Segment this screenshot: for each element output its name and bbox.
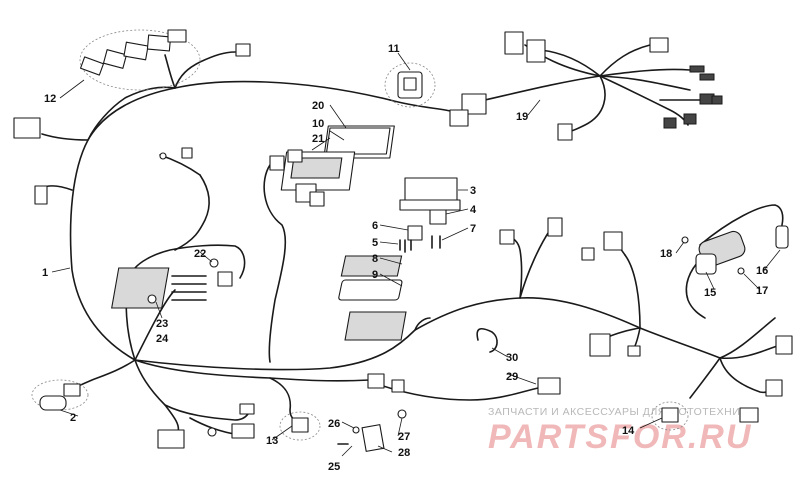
regulator-assembly xyxy=(111,258,233,309)
ecu-assembly xyxy=(269,125,395,207)
callout-19: 19 xyxy=(516,111,528,123)
relay-6 xyxy=(407,225,423,241)
callout-6: 6 xyxy=(372,220,378,232)
callout-21: 21 xyxy=(312,133,324,145)
callout-14: 14 xyxy=(622,425,635,437)
callout-26: 26 xyxy=(328,418,340,430)
connector-mid-a xyxy=(367,373,385,389)
callout-23: 23 xyxy=(156,318,168,330)
callout-1: 1 xyxy=(42,267,48,279)
watermark: ЗАПЧАСТИ И АКСЕССУАРЫ ДЛЯ МОТОТЕХНИКИ PA… xyxy=(488,406,755,456)
callout-9: 9 xyxy=(372,269,378,281)
callout-20: 20 xyxy=(312,100,324,112)
connector-left-mid xyxy=(34,185,48,205)
callout-3: 3 xyxy=(470,185,476,197)
nut-18 xyxy=(681,236,689,244)
connector-right-e xyxy=(589,333,611,357)
watermark-brand: PARTSFOR.RU xyxy=(488,418,752,456)
callout-30: 30 xyxy=(506,352,518,364)
connector-small xyxy=(239,403,255,415)
parts-25-28 xyxy=(337,409,407,452)
terminal-top xyxy=(181,147,193,159)
callout-4: 4 xyxy=(470,204,477,216)
callout-22: 22 xyxy=(194,248,206,260)
callout-25: 25 xyxy=(328,461,340,473)
connector-right-h xyxy=(765,379,783,397)
connector-right-a xyxy=(547,217,563,237)
callout-18: 18 xyxy=(660,248,672,260)
connector-bottom-left xyxy=(157,429,185,449)
connector-14 xyxy=(651,401,689,431)
plug-cap-16 xyxy=(775,225,789,249)
band-30 xyxy=(476,327,498,353)
relay-4 xyxy=(429,209,447,225)
callout-28: 28 xyxy=(398,447,410,459)
gasket-9 xyxy=(338,279,403,301)
components xyxy=(13,29,793,452)
callout-13: 13 xyxy=(266,435,278,447)
ignition-coil-15 xyxy=(695,230,746,275)
callout-7: 7 xyxy=(470,223,476,235)
ring-terminal xyxy=(159,152,167,160)
leader-lines xyxy=(51,52,781,457)
part-2 xyxy=(31,379,89,411)
connector-right-g xyxy=(775,335,793,355)
fuse-block-8 xyxy=(340,255,403,277)
fuse-box-cover-3 xyxy=(399,177,461,211)
bolt-17 xyxy=(737,267,745,275)
callout-10: 10 xyxy=(312,118,324,130)
callout-2: 2 xyxy=(70,412,76,424)
connector-bottom xyxy=(231,423,255,439)
callout-5: 5 xyxy=(372,237,378,249)
callout-17: 17 xyxy=(756,285,768,297)
callout-24: 24 xyxy=(156,333,169,345)
connector-mid-b xyxy=(391,379,405,393)
ring-terminal-bottom xyxy=(207,427,217,437)
callout-11: 11 xyxy=(388,43,400,55)
connector-group-19 xyxy=(449,31,723,141)
connector-right-b xyxy=(499,229,515,245)
callout-15: 15 xyxy=(704,287,716,299)
fuse-box-base xyxy=(344,311,407,341)
connector-right-d xyxy=(581,247,595,261)
fuse-7 xyxy=(431,235,441,249)
callout-8: 8 xyxy=(372,253,378,265)
main-harness xyxy=(41,44,784,436)
connector-left-top xyxy=(13,117,41,139)
connector-11 xyxy=(384,62,436,108)
connector-right-i xyxy=(739,407,759,423)
callout-12: 12 xyxy=(44,93,56,105)
connector-29 xyxy=(537,377,561,395)
connector-right-f xyxy=(627,345,641,357)
callout-labels: 1 2 3 4 5 6 7 8 9 10 11 12 13 14 15 16 1… xyxy=(42,43,768,473)
callout-29: 29 xyxy=(506,371,518,383)
callout-27: 27 xyxy=(398,431,410,443)
connector-13 xyxy=(279,411,321,441)
pins-5 xyxy=(399,239,412,253)
callout-16: 16 xyxy=(756,265,768,277)
connector-cluster-12 xyxy=(79,29,251,91)
watermark-subtitle: ЗАПЧАСТИ И АКСЕССУАРЫ ДЛЯ МОТОТЕХНИКИ xyxy=(488,406,755,418)
connector-right-c xyxy=(603,231,623,251)
